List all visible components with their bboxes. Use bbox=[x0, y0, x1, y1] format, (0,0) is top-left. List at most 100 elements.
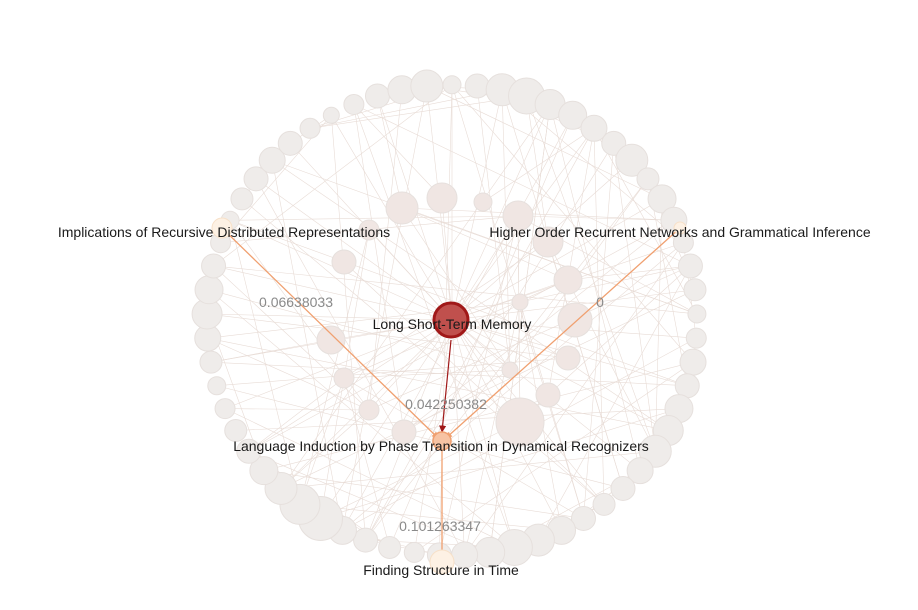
graph-node[interactable] bbox=[535, 382, 561, 408]
background-edge bbox=[230, 215, 519, 221]
graph-node[interactable] bbox=[557, 302, 593, 338]
graph-node[interactable] bbox=[426, 182, 458, 214]
background-edge bbox=[224, 408, 515, 548]
background-edge bbox=[207, 337, 370, 411]
graph-node[interactable] bbox=[249, 456, 279, 486]
highlighted-nodes bbox=[211, 217, 687, 575]
graph-node[interactable] bbox=[353, 527, 379, 553]
graph-node[interactable] bbox=[385, 191, 419, 225]
graph-node[interactable] bbox=[358, 219, 380, 241]
background-edge bbox=[208, 289, 515, 548]
background-edge bbox=[451, 319, 465, 555]
graph-node[interactable] bbox=[258, 146, 286, 174]
graph-node[interactable] bbox=[243, 166, 269, 192]
graph-node[interactable] bbox=[679, 348, 707, 376]
graph-node[interactable] bbox=[473, 192, 493, 212]
graph-node[interactable] bbox=[592, 492, 616, 516]
graph-node[interactable] bbox=[207, 376, 227, 396]
graph-node[interactable] bbox=[391, 419, 417, 445]
graph-node[interactable] bbox=[610, 475, 636, 501]
graph-node[interactable] bbox=[194, 275, 224, 305]
graph-node[interactable] bbox=[553, 265, 583, 295]
graph-node[interactable] bbox=[224, 419, 248, 443]
graph-node[interactable] bbox=[343, 93, 365, 115]
graph-node[interactable] bbox=[647, 184, 677, 214]
graph-node[interactable] bbox=[570, 505, 596, 531]
background-edge bbox=[208, 289, 511, 371]
graph-node[interactable] bbox=[464, 73, 490, 99]
graph-node[interactable] bbox=[626, 457, 654, 485]
node-finding-structure[interactable] bbox=[429, 549, 455, 575]
background-edge bbox=[353, 104, 405, 433]
background-edge bbox=[299, 504, 562, 531]
background-edge bbox=[280, 104, 551, 489]
graph-node[interactable] bbox=[501, 361, 519, 379]
graph-node[interactable] bbox=[316, 325, 346, 355]
graph-node[interactable] bbox=[378, 535, 402, 559]
graph-node[interactable] bbox=[230, 187, 254, 211]
graph-node[interactable] bbox=[214, 398, 236, 420]
graph-node[interactable] bbox=[333, 367, 355, 389]
label-higher-order: Higher Order Recurrent Networks and Gram… bbox=[489, 224, 870, 240]
graph-node[interactable] bbox=[677, 253, 703, 279]
background-edge bbox=[368, 265, 691, 411]
background-edge bbox=[299, 377, 345, 505]
background-edge bbox=[248, 220, 675, 452]
background-edge bbox=[213, 265, 453, 321]
graph-node[interactable] bbox=[580, 114, 608, 142]
background-edge bbox=[403, 220, 675, 433]
graph-node[interactable] bbox=[685, 327, 707, 349]
graph-node[interactable] bbox=[364, 83, 390, 109]
background-edge bbox=[489, 104, 551, 553]
graph-node[interactable] bbox=[615, 143, 649, 177]
graph-node[interactable] bbox=[555, 345, 581, 371]
graph-node[interactable] bbox=[511, 293, 529, 311]
graph-node[interactable] bbox=[636, 167, 660, 191]
graph-node[interactable] bbox=[331, 249, 357, 275]
background-edge bbox=[517, 215, 521, 423]
graph-node[interactable] bbox=[558, 100, 588, 130]
background-edge bbox=[547, 265, 691, 396]
graph-node[interactable] bbox=[410, 69, 444, 103]
graph-node[interactable] bbox=[403, 541, 425, 563]
background-edge bbox=[207, 337, 669, 431]
node-language-induction[interactable] bbox=[432, 431, 452, 451]
graph-node[interactable] bbox=[532, 226, 564, 258]
edge-weight-higher-order: 0 bbox=[596, 294, 604, 310]
background-edge bbox=[464, 242, 684, 556]
background-edge bbox=[451, 104, 551, 321]
node-implications[interactable] bbox=[211, 217, 233, 239]
graph-node[interactable] bbox=[322, 106, 340, 124]
graph-node[interactable] bbox=[199, 350, 223, 374]
edge-weight-labels: 0.06638033 0 0.042250382 0.101263347 bbox=[259, 294, 604, 534]
graph-node[interactable] bbox=[358, 399, 380, 421]
background-edge bbox=[368, 89, 403, 411]
background-edge bbox=[343, 369, 511, 379]
background-edge bbox=[207, 313, 453, 321]
graph-node[interactable] bbox=[495, 397, 545, 447]
edge-weight-implications: 0.06638033 bbox=[259, 294, 333, 310]
background-edge bbox=[224, 319, 453, 409]
label-finding-structure: Finding Structure in Time bbox=[363, 562, 519, 578]
background-edge bbox=[593, 128, 698, 315]
graph-node[interactable] bbox=[299, 117, 321, 139]
background-edge bbox=[654, 198, 663, 452]
graph-node[interactable] bbox=[201, 253, 227, 279]
graph-node[interactable] bbox=[277, 130, 303, 156]
background-edge bbox=[501, 89, 684, 243]
graph-node[interactable] bbox=[502, 200, 534, 232]
background-edge bbox=[213, 84, 453, 267]
background-edge bbox=[451, 319, 669, 431]
graph-node[interactable] bbox=[442, 75, 462, 95]
background-edge bbox=[365, 539, 440, 556]
node-higher-order[interactable] bbox=[673, 221, 687, 235]
edge-weight-finding: 0.101263347 bbox=[399, 518, 481, 534]
background-edge bbox=[647, 178, 688, 386]
graph-node[interactable] bbox=[687, 304, 707, 324]
background-edge bbox=[549, 104, 641, 471]
background-edge bbox=[330, 319, 453, 341]
graph-node[interactable] bbox=[236, 438, 262, 464]
background-edge bbox=[225, 408, 370, 411]
node-lstm[interactable] bbox=[432, 301, 470, 339]
graph-node[interactable] bbox=[683, 278, 707, 302]
